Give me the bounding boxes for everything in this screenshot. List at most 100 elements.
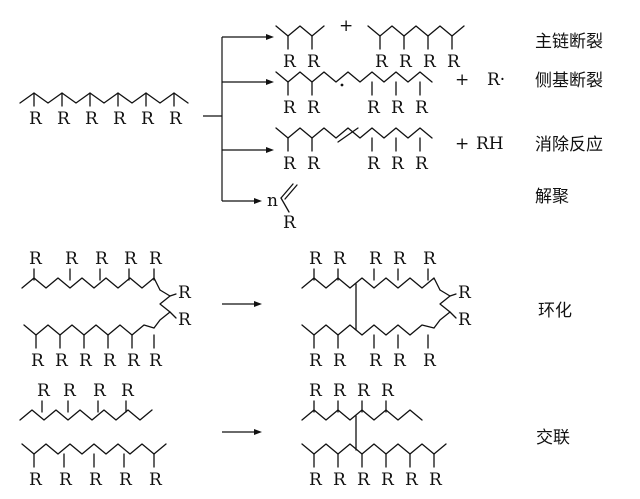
radical-chain-substituent: R [415, 98, 429, 118]
cyclization-upper-substituent: R [65, 249, 79, 269]
monomer-substituent: R [283, 213, 297, 233]
label-cyclization: 环化 [538, 301, 572, 321]
crosslinking-reactant [19, 409, 167, 455]
side-radical: R· [487, 70, 505, 90]
network-upper-substituent: R [381, 381, 395, 401]
side-bond [449, 311, 457, 319]
side-bond [449, 293, 457, 297]
crosslink-upper-substituent: R [37, 381, 51, 401]
unsaturated-chain-substituent: R [415, 154, 429, 174]
plus-sign: + [339, 16, 353, 36]
double-bond [337, 127, 359, 143]
label-depolymerization: 解聚 [535, 187, 569, 207]
starting-polymer [19, 92, 189, 104]
radical-chain-substituent: R [283, 98, 297, 118]
cyclization-lower-substituent: R [103, 351, 117, 371]
side-bond [169, 293, 177, 297]
fragment-b-substituent: R [423, 52, 437, 72]
ring-substituent: R [458, 310, 472, 330]
monomer-substituent-bond [280, 197, 290, 213]
upper-chain [19, 409, 153, 421]
main-chain-scission-products: + [275, 16, 465, 37]
crosslinking-product [301, 409, 447, 455]
unsaturated-chain [275, 127, 433, 139]
cyclized-lower-substituent: R [393, 351, 407, 371]
crosslink-upper-substituent: R [121, 381, 135, 401]
starting-polymer-substituent: R [141, 109, 155, 129]
plus-sign: + [455, 70, 469, 90]
cyclization-upper-substituent: R [29, 249, 43, 269]
cyclized-upper-substituent: R [423, 249, 437, 269]
monomer-count: n [267, 191, 278, 211]
label-main-chain-scission: 主链断裂 [535, 32, 603, 52]
crosslink-lower-substituent: R [149, 470, 163, 490]
cyclized-upper-substituent: R [309, 249, 323, 269]
radical-chain-substituent: R [307, 98, 321, 118]
starting-polymer-substituent: R [113, 109, 127, 129]
elimination-product: RH [476, 134, 504, 154]
network-upper-substituent: R [333, 381, 347, 401]
ring-substituent: R [458, 283, 472, 303]
network-lower-substituent: R [333, 470, 347, 490]
label-crosslinking: 交联 [536, 428, 570, 448]
cyclization-arrowhead [254, 301, 262, 307]
fragment-b [367, 25, 465, 37]
crosslink-upper-substituent: R [93, 381, 107, 401]
fragment-a [275, 25, 325, 37]
network-lower-substituent: R [381, 470, 395, 490]
cyclized-lower-substituent: R [369, 351, 383, 371]
crosslink-upper-substituent: R [63, 381, 77, 401]
cyclization-lower-substituent: R [127, 351, 141, 371]
unsaturated-chain-substituent: R [307, 154, 321, 174]
loop-substituent: R [178, 283, 192, 303]
monomer-double-bond [284, 184, 298, 200]
loop-chain [153, 289, 171, 329]
cyclized-upper-substituent: R [333, 249, 347, 269]
radical-chain [275, 71, 433, 83]
lower-network-chain [301, 443, 447, 455]
radical-chain-substituent: R [367, 98, 381, 118]
cyclization-product: R R [301, 277, 472, 336]
elimination-products: + RH [275, 127, 504, 154]
branch-arrows [203, 34, 274, 204]
cyclized-lower-substituent: R [333, 351, 347, 371]
crosslinking-arrowhead [254, 429, 262, 435]
crosslink-lower-substituent: R [29, 470, 43, 490]
side-group-scission-products: + R· [275, 70, 505, 90]
plus-sign: + [455, 134, 469, 154]
upper-ring-chain [301, 277, 441, 291]
fragment-b-substituent: R [399, 52, 413, 72]
loop-substituent: R [178, 310, 192, 330]
lower-chain [23, 324, 155, 336]
fragment-b-substituent: R [447, 52, 461, 72]
cyclization-lower-substituent: R [79, 351, 93, 371]
cyclization-upper-substituent: R [124, 249, 138, 269]
loop-ring-chain [433, 289, 451, 329]
network-lower-substituent: R [357, 470, 371, 490]
crosslink-lower-substituent: R [89, 470, 103, 490]
cyclized-lower-substituent: R [309, 351, 323, 371]
radical-chain-substituent: R [391, 98, 405, 118]
cyclization-lower-substituent: R [31, 351, 45, 371]
crosslink-lower-substituent: R [119, 470, 133, 490]
network-lower-substituent: R [429, 470, 443, 490]
cyclized-upper-substituent: R [393, 249, 407, 269]
cyclization-upper-substituent: R [149, 249, 163, 269]
side-bond [169, 311, 177, 319]
crosslink-lower-substituent: R [59, 470, 73, 490]
cyclization-upper-substituent: R [95, 249, 109, 269]
cyclization-lower-substituent: R [55, 351, 69, 371]
starting-polymer-substituent: R [169, 109, 183, 129]
depolymerization-product: n R [267, 183, 298, 233]
unsaturated-chain-substituent: R [367, 154, 381, 174]
label-side-group-scission: 侧基断裂 [535, 71, 603, 91]
monomer-bond [280, 183, 294, 199]
lower-chain [21, 443, 167, 455]
starting-polymer-backbone [19, 92, 189, 104]
cyclization-lower-substituent: R [149, 351, 163, 371]
fragment-a-substituent: R [307, 52, 321, 72]
radical-dot [340, 83, 344, 87]
network-lower-substituent: R [405, 470, 419, 490]
